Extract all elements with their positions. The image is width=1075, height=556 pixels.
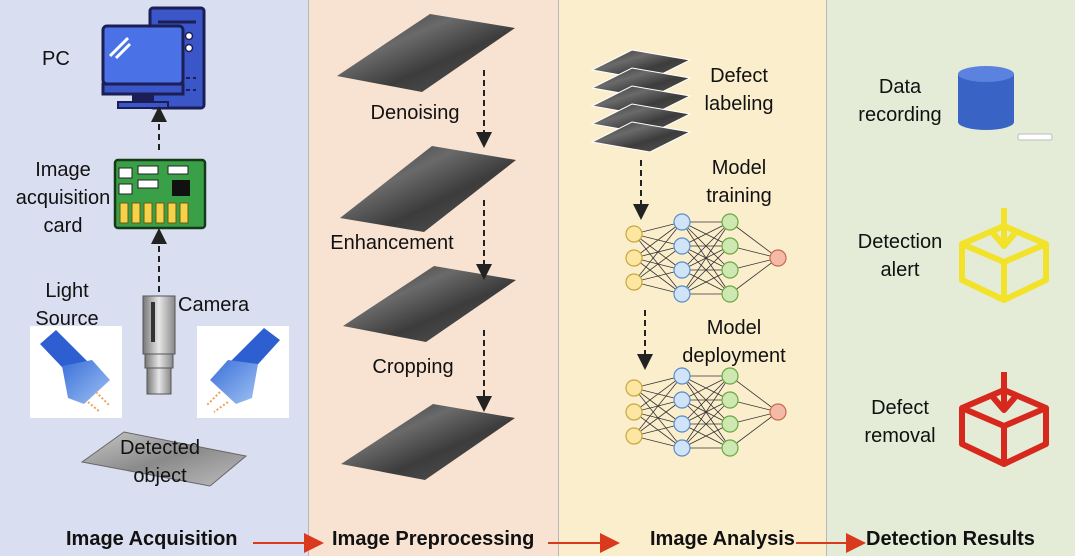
- nn-connection: [729, 221, 779, 259]
- light-source-icon: [197, 326, 289, 418]
- stage-title-results: Detection Results: [866, 528, 1035, 550]
- removal-label-line1: Defect: [871, 397, 929, 419]
- card-label-line2: acquisition: [15, 187, 111, 209]
- nn-connection: [681, 375, 731, 401]
- nn-node: [673, 415, 691, 433]
- pc-icon: [101, 6, 206, 110]
- nn-node: [673, 439, 691, 457]
- nn-node: [721, 391, 739, 409]
- object-label-line2: object: [133, 465, 187, 487]
- nn-connection: [681, 221, 731, 247]
- nn-node: [721, 237, 739, 255]
- alert-label-line1: Detection: [857, 231, 943, 253]
- stage-title-preprocessing: Image Preprocessing: [332, 528, 535, 550]
- nn-connection: [681, 221, 731, 295]
- light-label-line2: Source: [35, 308, 99, 330]
- nn-connection: [729, 375, 779, 413]
- nn-connection: [681, 221, 731, 271]
- nn-connection: [633, 375, 683, 437]
- nn-node: [625, 403, 643, 421]
- training-label-line2: training: [706, 185, 772, 207]
- light-source-icon: [30, 326, 122, 418]
- training-label-line1: Model: [711, 157, 767, 179]
- nn-connection: [729, 411, 779, 449]
- nn-node: [673, 391, 691, 409]
- nn-connection: [729, 257, 779, 295]
- nn-node: [673, 285, 691, 303]
- deployment-label-line1: Model: [706, 317, 762, 339]
- nn-node: [721, 261, 739, 279]
- alert-box-icon: [959, 208, 1049, 303]
- nn-connection: [681, 375, 731, 449]
- nn-connection: [633, 245, 683, 283]
- steel-strip-image: [340, 146, 516, 232]
- panel-divider: [308, 0, 309, 556]
- camera-label: Camera: [178, 294, 250, 316]
- nn-connection: [681, 423, 731, 449]
- labeling-label-line1: Defect: [710, 65, 768, 87]
- nn-node: [625, 225, 643, 243]
- acquisition-card-icon: [113, 158, 207, 230]
- nn-node: [769, 249, 787, 267]
- deployment-label-line2: deployment: [682, 345, 786, 367]
- nn-connection: [633, 399, 683, 437]
- nn-node: [625, 427, 643, 445]
- nn-node: [721, 213, 739, 231]
- enhancement-label: Enhancement: [330, 232, 454, 254]
- nn-node: [673, 261, 691, 279]
- stage-title-analysis: Image Analysis: [650, 528, 795, 550]
- nn-connection: [633, 221, 683, 283]
- nn-connection: [681, 375, 731, 425]
- panel-divider: [826, 0, 827, 556]
- nn-node: [721, 367, 739, 385]
- nn-connection: [633, 221, 683, 259]
- panel-divider: [558, 0, 559, 556]
- recording-label-line2: recording: [858, 104, 942, 126]
- steel-strip-image: [341, 404, 515, 480]
- stage-title-acquisition: Image Acquisition: [66, 528, 238, 550]
- camera-icon: [142, 295, 176, 395]
- detection-results-panel: [826, 0, 1075, 556]
- card-label-line3: card: [43, 215, 83, 237]
- slider-mark: [1017, 133, 1053, 141]
- detected-object-plate: [80, 431, 248, 487]
- pc-label: PC: [42, 48, 70, 70]
- denoising-label: Denoising: [370, 102, 460, 124]
- labeling-label-line2: labeling: [704, 93, 774, 115]
- nn-connection: [681, 399, 731, 449]
- neural-network-icon: [625, 367, 787, 457]
- nn-node: [625, 379, 643, 397]
- nn-node: [673, 213, 691, 231]
- nn-node: [673, 237, 691, 255]
- nn-node: [769, 403, 787, 421]
- card-label-line1: Image: [35, 159, 91, 181]
- cropping-label: Cropping: [372, 356, 454, 378]
- steel-strip-image: [343, 266, 516, 342]
- nn-node: [673, 367, 691, 385]
- nn-connection: [633, 375, 683, 413]
- neural-network-icon: [625, 213, 787, 303]
- alert-label-line2: alert: [880, 259, 920, 281]
- nn-connection: [681, 269, 731, 295]
- nn-node: [721, 439, 739, 457]
- light-label-line1: Light: [45, 280, 89, 302]
- removal-label-line2: removal: [864, 425, 936, 447]
- nn-connection: [681, 245, 731, 295]
- removal-box-icon: [959, 372, 1049, 467]
- database-icon: [958, 66, 1014, 130]
- object-label-line1: Detected: [119, 437, 201, 459]
- nn-node: [625, 249, 643, 267]
- recording-label-line1: Data: [878, 76, 922, 98]
- nn-node: [721, 415, 739, 433]
- nn-node: [721, 285, 739, 303]
- image-analysis-panel: [558, 0, 826, 556]
- labeled-image-stack: [590, 49, 692, 153]
- nn-node: [625, 273, 643, 291]
- steel-strip-image: [337, 14, 515, 92]
